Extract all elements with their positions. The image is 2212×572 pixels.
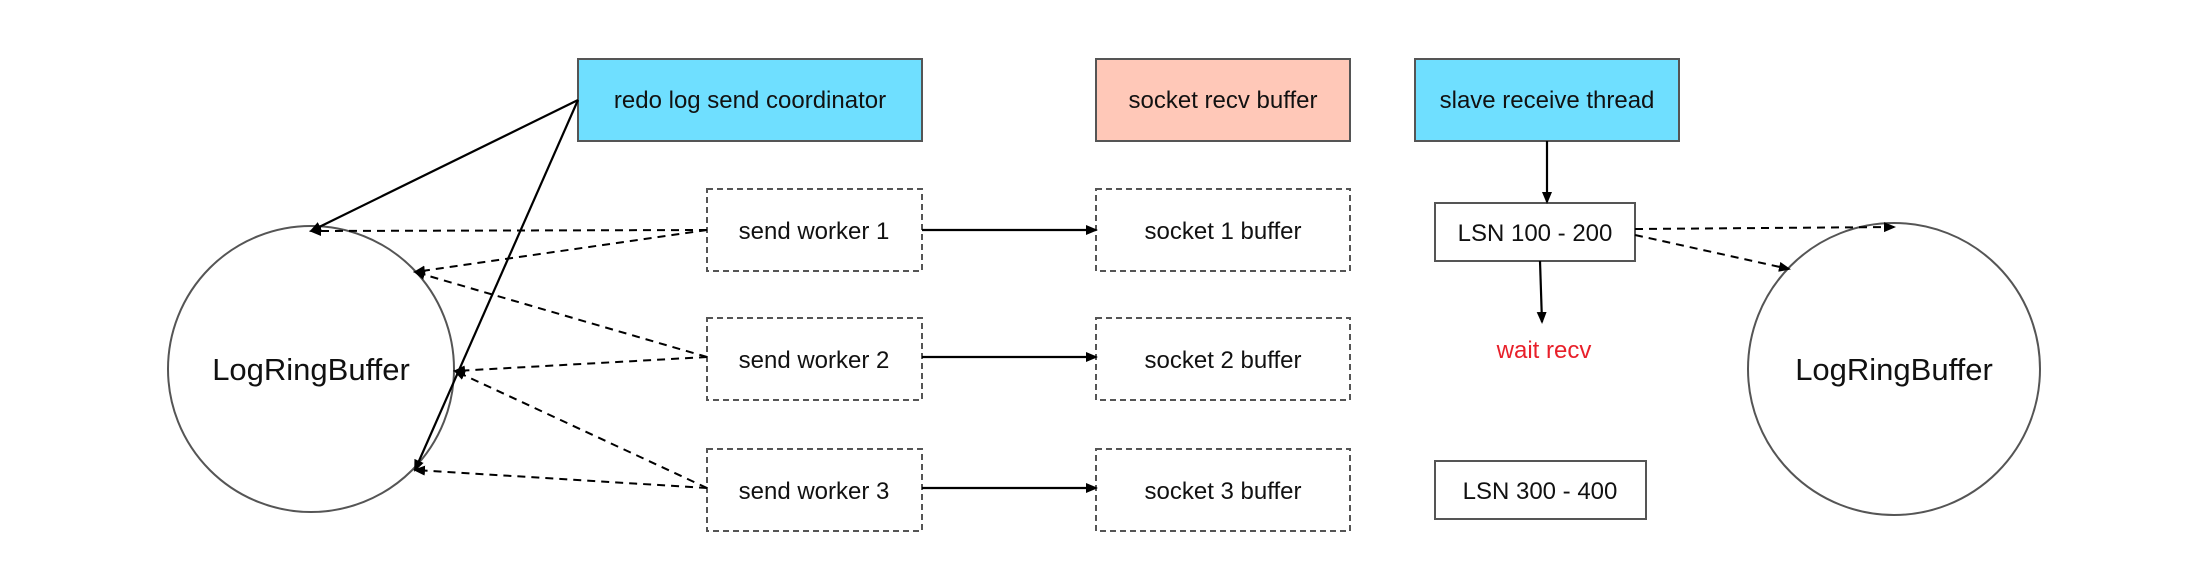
- socket-2-buffer-box: socket 2 buffer: [1095, 317, 1351, 401]
- lsn-300-400-box: LSN 300 - 400: [1434, 460, 1647, 520]
- send-worker-3-box: send worker 3: [706, 448, 923, 532]
- redo-log-send-coordinator-label: redo log send coordinator: [614, 87, 886, 114]
- lsn-to-wait-recv-arrow: [1536, 260, 1547, 324]
- slave-receive-thread-box: slave receive thread: [1414, 58, 1680, 142]
- socket-recv-buffer-box: socket recv buffer: [1095, 58, 1351, 142]
- slave-receive-thread-label: slave receive thread: [1440, 87, 1655, 114]
- lsn-100-200-label: LSN 100 - 200: [1458, 220, 1613, 247]
- send-worker-2-label: send worker 2: [739, 347, 890, 374]
- worker-3-to-ring-bottom-arrow: [413, 465, 708, 489]
- lsn-to-right-ring-side-arrow: [1634, 234, 1791, 272]
- coordinator-to-ring-top-arrow: [309, 99, 579, 232]
- worker-3-to-ring-middle-arrow: [453, 370, 708, 489]
- left-log-ring-buffer: LogRingBuffer: [167, 225, 455, 513]
- send-worker-1-box: send worker 1: [706, 188, 923, 272]
- coordinator-to-ring-bottom-arrow: [413, 99, 580, 472]
- lsn-to-right-ring-top-arrow: [1634, 222, 1896, 233]
- socket-3-buffer-label: socket 3 buffer: [1145, 478, 1302, 505]
- wait-recv-label: wait recv: [1496, 337, 1592, 364]
- socket-2-buffer-label: socket 2 buffer: [1145, 347, 1302, 374]
- socket-3-buffer-box: socket 3 buffer: [1095, 448, 1351, 532]
- left-log-ring-buffer-label: LogRingBuffer: [212, 352, 410, 387]
- right-log-ring-buffer-label: LogRingBuffer: [1795, 352, 1993, 387]
- socket-1-buffer-box: socket 1 buffer: [1095, 188, 1351, 272]
- send-worker-1-label: send worker 1: [739, 218, 890, 245]
- worker-2-to-ring-middle-arrow: [453, 356, 708, 376]
- socket-1-buffer-label: socket 1 buffer: [1145, 218, 1302, 245]
- lsn-300-400-label: LSN 300 - 400: [1463, 478, 1618, 505]
- socket-recv-buffer-label: socket recv buffer: [1129, 87, 1318, 114]
- worker-2-to-ring-upper-arrow: [413, 269, 708, 358]
- send-worker-2-box: send worker 2: [706, 317, 923, 401]
- worker-1-to-ring-top-arrow: [309, 225, 708, 236]
- lsn-100-200-box: LSN 100 - 200: [1434, 202, 1636, 262]
- send-worker-3-label: send worker 3: [739, 478, 890, 505]
- worker-1-to-ring-upper-arrow: [413, 229, 708, 276]
- redo-log-send-coordinator-box: redo log send coordinator: [577, 58, 923, 142]
- right-log-ring-buffer: LogRingBuffer: [1747, 222, 2041, 516]
